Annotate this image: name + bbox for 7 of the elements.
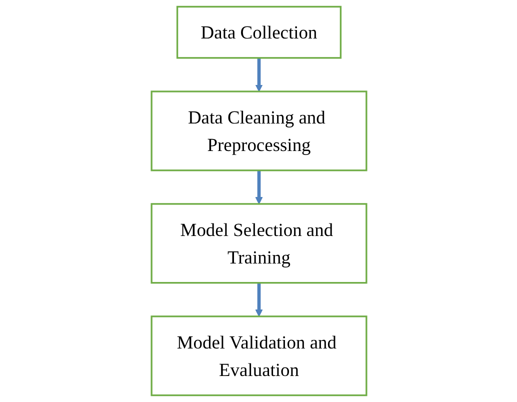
arrow bbox=[254, 170, 262, 204]
node-box: Data Collection bbox=[176, 6, 342, 59]
arrow bbox=[254, 58, 262, 92]
node-box: Model Selection and Training bbox=[150, 203, 367, 284]
node-box: Model Validation and Evaluation bbox=[150, 316, 367, 396]
node-box: Data Cleaning and Preprocessing bbox=[150, 90, 367, 172]
arrow bbox=[254, 282, 262, 317]
